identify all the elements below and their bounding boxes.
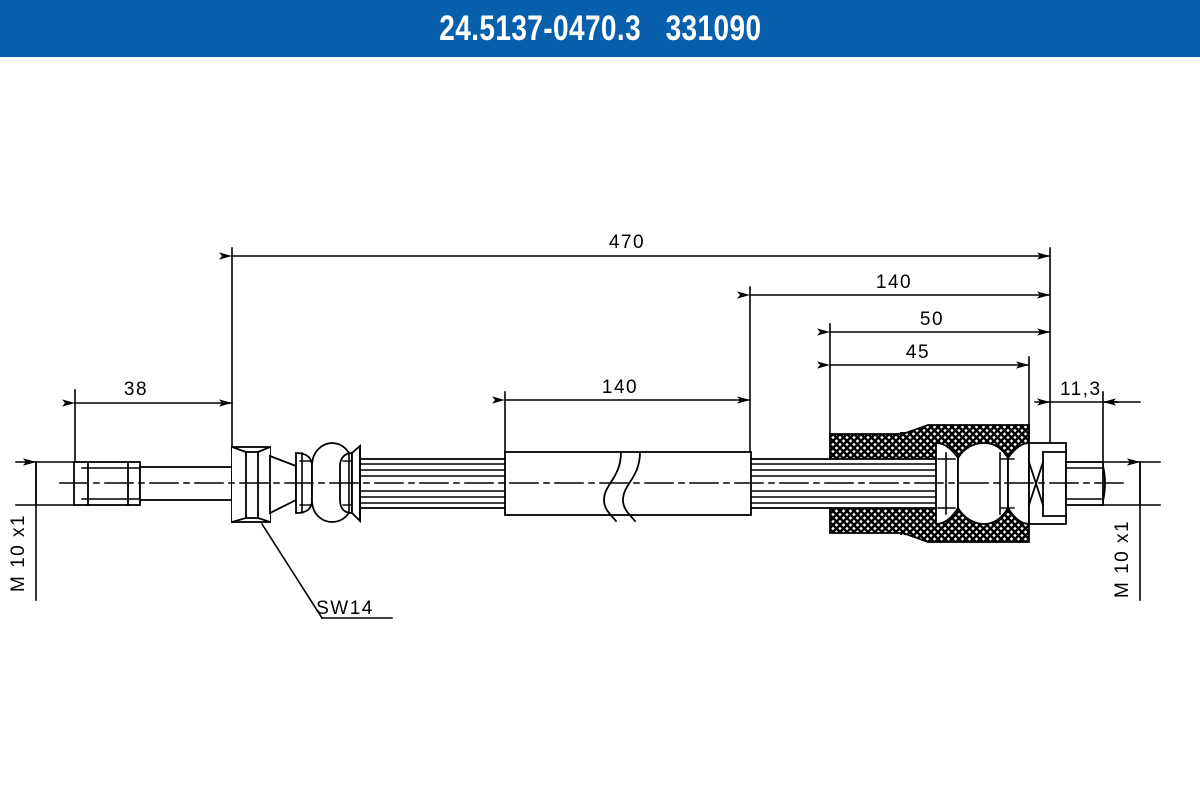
hex-nut-sw14 <box>230 445 272 524</box>
dimension-label-38: 38 <box>124 379 148 400</box>
page-title: 24.5137-0470.3 331090 <box>438 8 762 48</box>
dimension-label-140-upper: 140 <box>876 272 912 293</box>
dimension-label-50: 50 <box>920 309 944 330</box>
hose-mid-section <box>504 451 752 523</box>
annotation-label-sw14: SW14 <box>316 598 374 619</box>
crimp-ferrule-right <box>935 442 1030 525</box>
annotation-label-left-thread: M 10 x1 <box>8 514 29 592</box>
dimension-label-470: 470 <box>609 232 645 253</box>
header-bar: 24.5137-0470.3 331090 <box>0 0 1200 57</box>
dimension-label-11-3: 11,3 <box>1060 379 1102 400</box>
dimension-label-140-mid: 140 <box>602 377 638 398</box>
leader-sw14 <box>260 522 393 620</box>
annotation-label-right-thread: M 10 x1 <box>1112 520 1133 598</box>
dimension-label-45: 45 <box>906 342 930 363</box>
